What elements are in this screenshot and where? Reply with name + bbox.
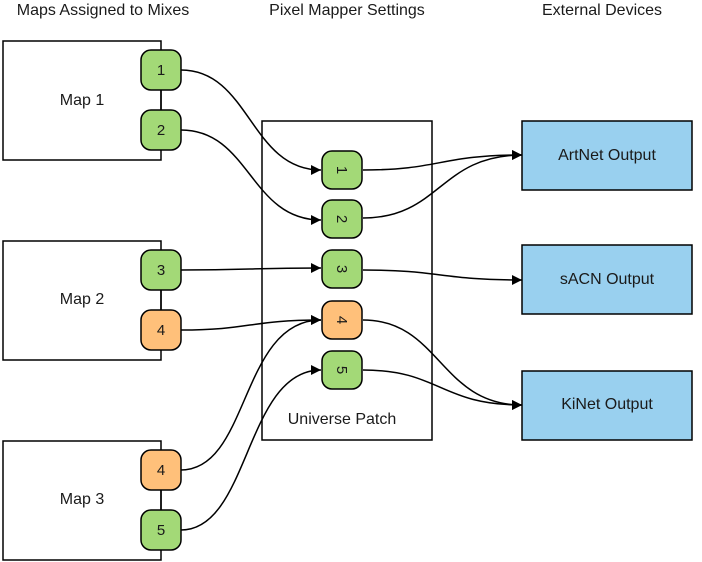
connector-map3-5-to-slot5 <box>180 365 322 531</box>
sacn-output-label: sACN Output <box>560 271 655 288</box>
patch-slot-1: 1 <box>321 150 363 190</box>
patch-slot-3-label: 3 <box>333 265 350 273</box>
map-2-port-3-label: 3 <box>157 262 165 279</box>
map-3-label: Map 3 <box>60 491 105 508</box>
patch-slot-4-label: 4 <box>333 316 350 324</box>
patch-slot-4: 4 <box>321 300 363 340</box>
map-1-port-1: 1 <box>140 49 182 91</box>
map-1-port-1-label: 1 <box>157 62 165 79</box>
map-3-box <box>2 440 162 561</box>
map-1-port-2: 2 <box>140 109 182 151</box>
connector-slot2-to-artnet <box>362 150 523 219</box>
patch-slot-2: 2 <box>321 199 363 239</box>
map-3-port-5-label: 5 <box>157 522 165 539</box>
map-3-port-4-label: 4 <box>157 462 165 479</box>
patch-slot-5: 5 <box>321 350 363 390</box>
connector-map2-3-to-slot3 <box>180 263 322 274</box>
patch-slot-5-label: 5 <box>333 366 350 374</box>
patch-slot-1-label: 1 <box>333 166 350 174</box>
artnet-output-box <box>521 120 693 191</box>
connector-slot1-to-artnet <box>362 150 523 171</box>
map-1-box <box>2 40 162 161</box>
connector-map2-4-to-slot4 <box>180 315 322 331</box>
header-mapper: Pixel Mapper Settings <box>269 2 425 19</box>
map-2-port-4-label: 4 <box>157 322 165 339</box>
artnet-output-label: ArtNet Output <box>558 147 656 164</box>
sacn-output-box <box>521 244 693 315</box>
patch-slot-2-label: 2 <box>333 215 350 223</box>
header-maps: Maps Assigned to Mixes <box>17 2 190 19</box>
kinet-output-label: KiNet Output <box>561 396 653 413</box>
map-2-box <box>2 240 162 361</box>
map-3-port-5: 5 <box>140 509 182 551</box>
map-2-port-4: 4 <box>140 309 182 351</box>
kinet-output-box <box>521 370 693 441</box>
map-2-label: Map 2 <box>60 291 105 308</box>
connector-map1-1-to-slot1 <box>180 69 322 175</box>
connector-slot5-to-kinet <box>362 369 523 410</box>
map-2-port-3: 3 <box>140 249 182 291</box>
map-1-port-2-label: 2 <box>157 122 165 139</box>
map-3-port-4: 4 <box>140 449 182 491</box>
universe-patch-label: Universe Patch <box>288 411 397 428</box>
map-1-label: Map 1 <box>60 92 105 109</box>
patch-slot-3: 3 <box>321 249 363 289</box>
connector-slot3-to-sacn <box>362 269 523 285</box>
header-devices: External Devices <box>542 2 662 19</box>
connector-slot4-to-kinet <box>362 319 523 410</box>
connector-map1-2-to-slot2 <box>180 129 322 225</box>
connector-map3-4-to-slot4 <box>180 315 322 471</box>
